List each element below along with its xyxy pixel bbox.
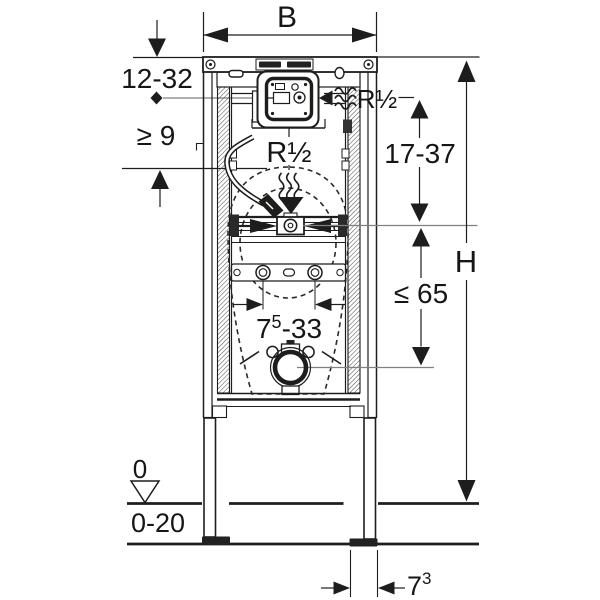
frame-bottom-rail [217, 392, 360, 408]
adjustment-label-plate [255, 58, 314, 71]
right-foot-plate [349, 538, 378, 547]
corner-screw-icon [363, 59, 374, 70]
dimension-73-label: 73 [407, 569, 432, 600]
dimension-fixing-width: 75-33 [233, 281, 346, 344]
left-foot-step [211, 405, 228, 419]
label-text-blob [287, 61, 311, 68]
slot-hole [282, 268, 296, 277]
dimension-b-label: B [277, 1, 297, 34]
left-leg [203, 417, 217, 538]
flush-pipe [224, 134, 284, 218]
floor-lines: 0 0-20 [127, 454, 479, 546]
arrow-right-icon [352, 27, 377, 43]
dimension-total-height: H [378, 56, 480, 502]
oval-hole [334, 66, 345, 80]
frame-legs [202, 417, 378, 547]
arrow-left-icon [203, 27, 228, 43]
fitting-rail [230, 212, 347, 243]
supply-center-label: R½ [266, 137, 311, 169]
valve-mechanism [266, 82, 308, 116]
rail-clip [341, 148, 350, 159]
drain-assembly [239, 340, 342, 396]
flush-valve-box: R½ R½ [231, 70, 397, 170]
supply-arrow-icon [319, 90, 333, 106]
level-triangle-icon [129, 480, 161, 504]
flow-down-arrow-icon [278, 197, 304, 214]
water-wave-icon [334, 87, 357, 110]
wall-anchor-mark [195, 142, 204, 151]
dimension-foot-depth: 73 [321, 550, 432, 600]
dimension-17-37-label: 17-37 [384, 138, 456, 169]
right-foot-step [349, 405, 365, 419]
arrow-up-icon [151, 170, 169, 189]
dimension-min-clearance: ≥ 9 [122, 120, 267, 207]
label-text-blob [259, 61, 281, 68]
rail-end-block [230, 214, 239, 236]
dimension-h-label: H [455, 244, 477, 279]
left-foot-plate [202, 536, 230, 545]
right-leg [363, 417, 377, 540]
mount-bracket [343, 119, 352, 133]
reference-point-icon [150, 91, 163, 105]
dimension-width-b: B [202, 1, 378, 52]
steam-icon [278, 172, 300, 201]
dimension-top-offset: 12-32 [121, 20, 258, 105]
dimension-12-32-label: 12-32 [121, 63, 193, 94]
arrow-down-icon [148, 38, 166, 57]
drain-socket-icon [272, 349, 309, 386]
floor-level-label: 0 [133, 454, 147, 484]
fixing-rail [230, 263, 347, 282]
dimension-75-33-label: 75-33 [256, 312, 322, 344]
fixing-bolt-icon [307, 264, 323, 281]
corner-screw-icon [205, 59, 216, 70]
supply-right-label: R½ [357, 84, 397, 114]
frame-columns [195, 72, 378, 419]
dimension-ge9-label: ≥ 9 [137, 120, 176, 151]
dimension-valve-height: 17-37 [384, 96, 456, 222]
drain-bolt-icon [302, 345, 315, 359]
floor-buildup-label: 0-20 [131, 508, 185, 538]
left-rail-hatched [216, 79, 231, 394]
drain-bolt-icon [266, 345, 279, 359]
dimension-le65-label: ≤ 65 [394, 278, 448, 309]
dimension-outlet-height: ≤ 65 [394, 228, 448, 366]
fixing-bolt-icon [255, 264, 271, 281]
rail-clip [341, 160, 350, 171]
slot-hole [228, 69, 244, 78]
